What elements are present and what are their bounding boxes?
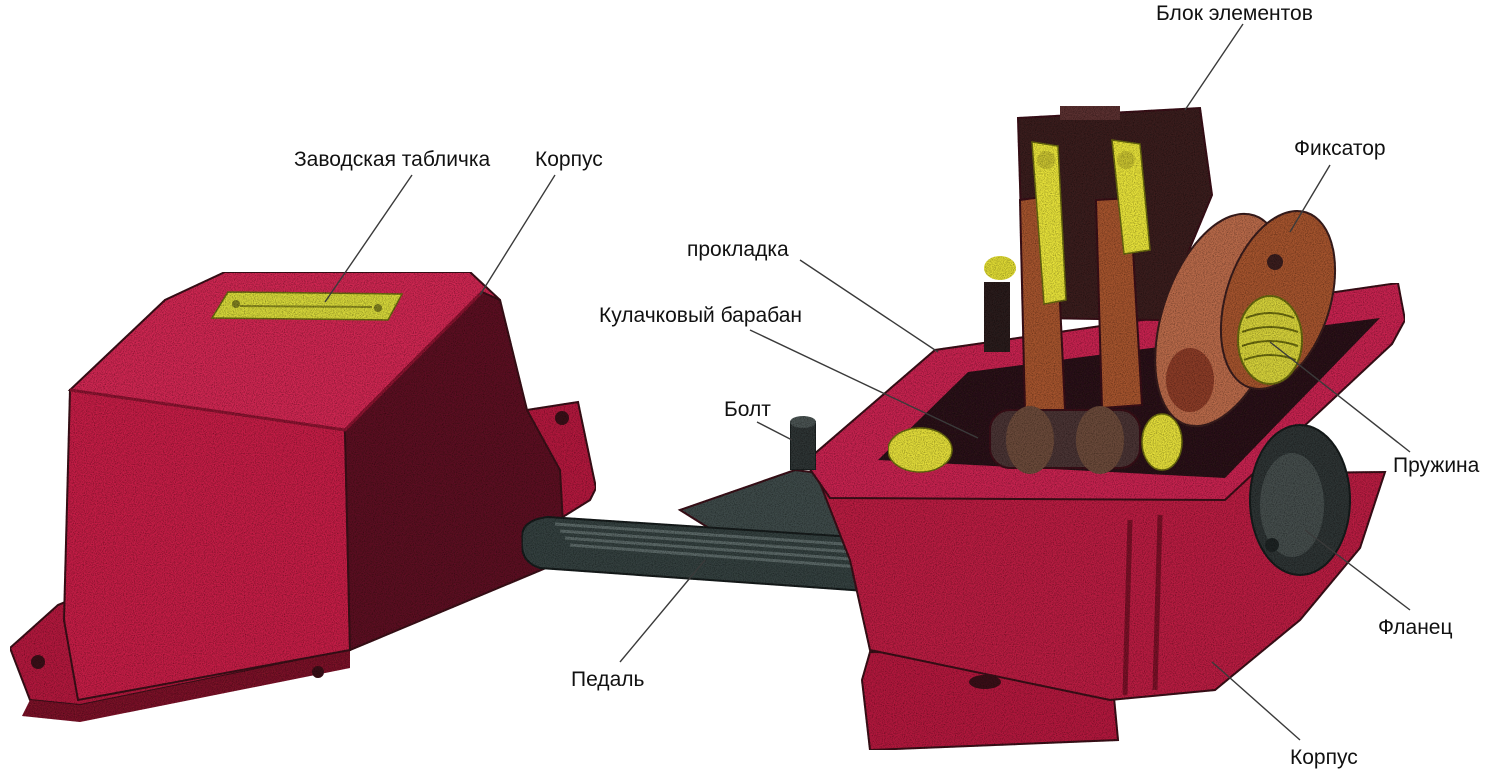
mechanism [887,106,1337,474]
label-spring: Пружина [1393,454,1480,477]
label-block: Блок элементов [1156,2,1313,25]
bolt [789,416,817,471]
leader-housing-bottom [1211,661,1301,741]
label-bolt: Болт [724,398,771,421]
label-fixator: Фиксатор [1294,137,1386,160]
leader-lines [324,23,1411,741]
leader-housing-top [479,174,556,296]
leader-spring [1269,341,1411,453]
leader-flange [1304,529,1411,611]
leader-gasket [799,259,939,353]
leader-fixator [1289,164,1331,233]
leader-block [1184,23,1244,111]
label-nameplate: Заводская табличка [294,148,491,171]
labels: Блок элементов Фиксатор Заводская таблич… [294,2,1480,769]
leader-cam-drum [749,329,979,439]
spring [1237,295,1303,385]
flange [1249,424,1351,576]
leader-pedal [619,559,706,663]
closed-housing [8,271,598,722]
closed-housing-front [62,388,352,702]
cam-drum [887,406,1183,474]
open-housing-body [816,470,1387,702]
label-pedal: Педаль [571,668,644,691]
label-flange: Фланец [1378,616,1453,639]
label-cam-drum: Кулачковый барабан [599,304,802,327]
label-housing-bottom: Корпус [1290,746,1358,769]
label-housing-top: Корпус [535,148,603,171]
leader-bolt [756,421,793,441]
label-gasket: прокладка [687,238,789,261]
leader-nameplate [324,174,413,303]
